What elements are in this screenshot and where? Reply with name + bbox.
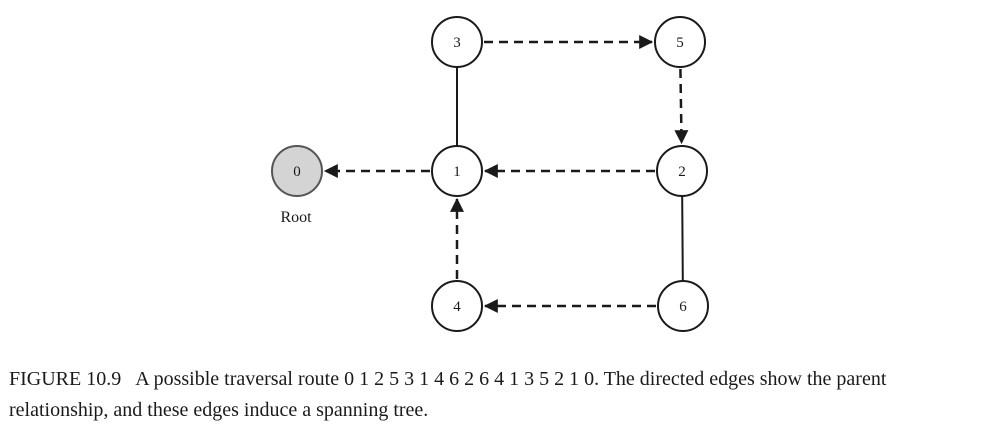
node-circle-4 [431,280,483,332]
node-1: 1 [431,145,483,197]
node-2: 2 [656,145,708,197]
node-3: 3 [431,16,483,68]
node-circle-3 [431,16,483,68]
node-6: 6 [657,280,709,332]
node-circle-2 [656,145,708,197]
node-4: 4 [431,280,483,332]
root-label: Root [280,209,312,226]
edge-2-6 [681,195,684,282]
node-label-6: 6 [679,299,687,315]
node-0: 0 [271,145,323,197]
caption-figure-label: FIGURE 10.9 [9,368,122,390]
node-label-5: 5 [676,35,684,51]
node-circle-5 [654,16,706,68]
node-label-0: 0 [293,164,301,180]
node-circle-6 [657,280,709,332]
node-label-2: 2 [678,164,686,180]
node-circle-1 [431,145,483,197]
node-5: 5 [654,16,706,68]
edge-5-2 [674,68,689,145]
node-label-1: 1 [453,164,461,180]
node-circle-0 [271,145,323,197]
node-label-4: 4 [453,299,461,315]
node-label-3: 3 [453,35,461,51]
caption-text: A possible traversal route 0 1 2 5 3 1 4… [9,368,887,421]
spanning-tree-diagram: 0 1 2 3 4 5 6 Root [271,16,709,332]
